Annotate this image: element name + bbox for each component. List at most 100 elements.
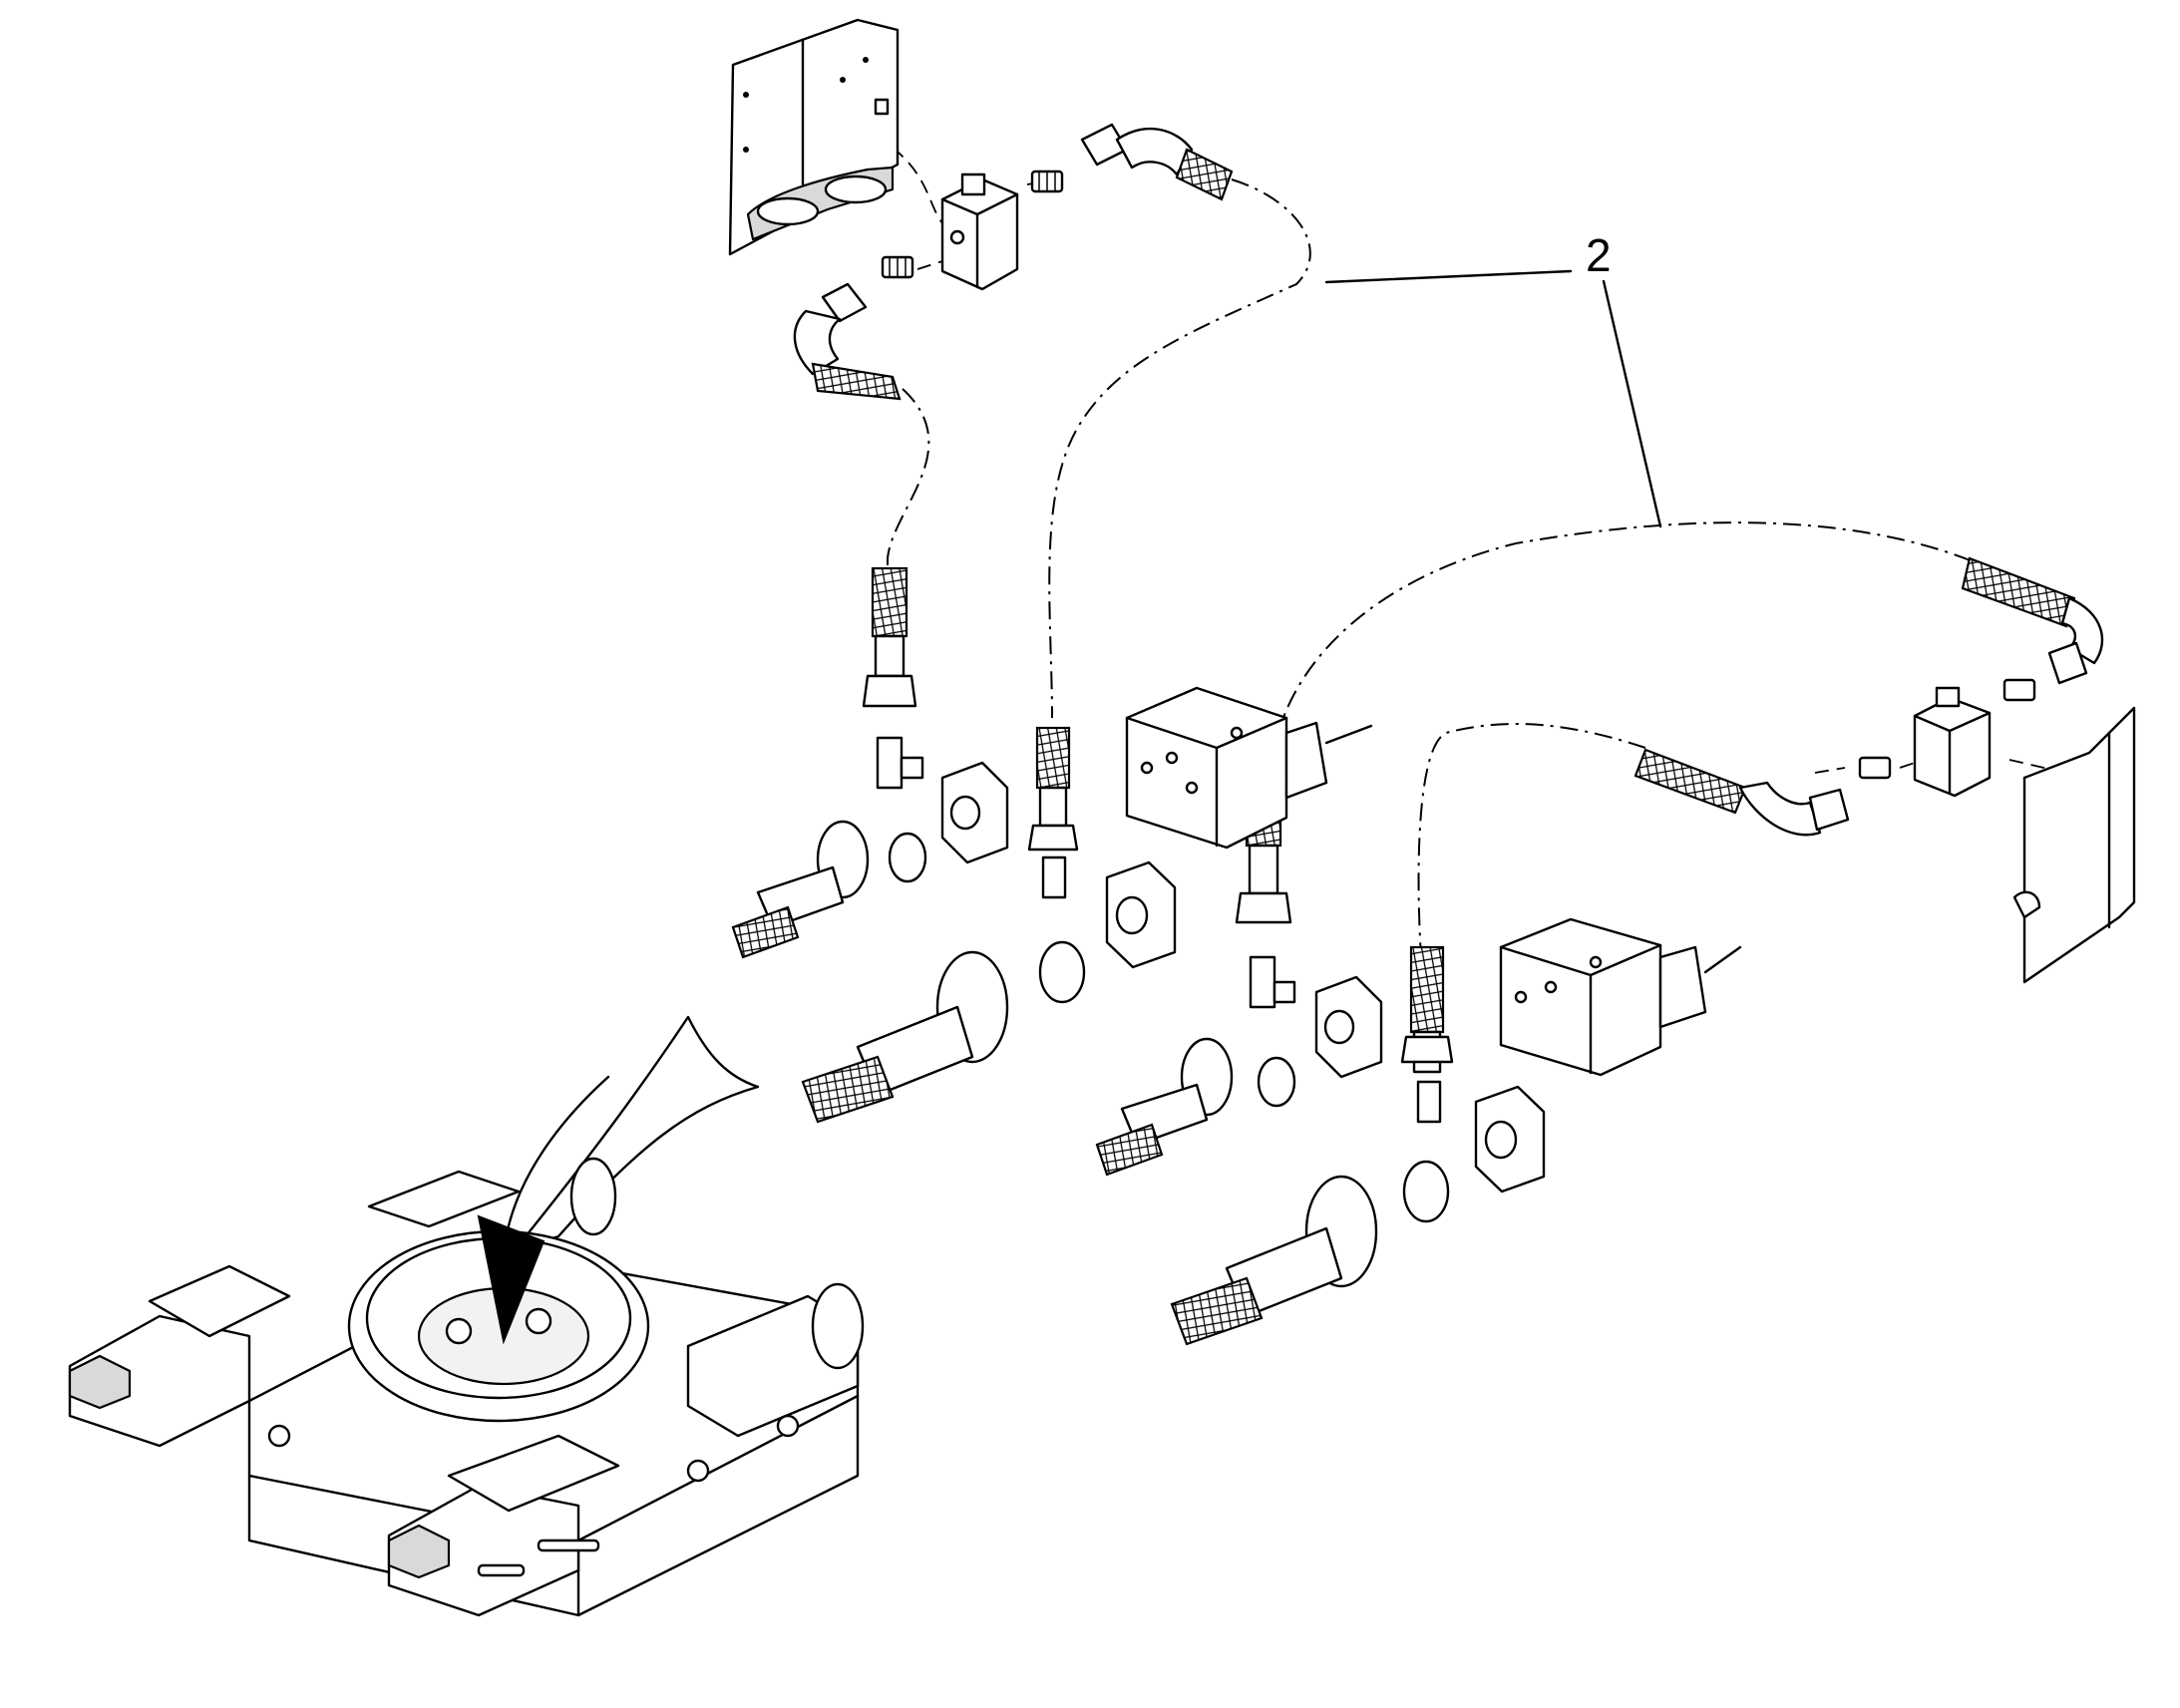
hose-braided-section [1175,148,1234,201]
hose-braided-section [811,362,902,401]
fitting-upper-a [1030,170,1064,193]
frame-slot [477,1563,526,1577]
hub-hole [525,1307,552,1335]
o-ring-set [888,832,1450,1223]
hose-path-right-lower [1417,723,1646,958]
hose-nut [862,674,917,708]
tee-fitting-branch [900,756,924,780]
valve-block-body [1499,917,1662,1077]
valve-block-center [1125,686,1373,850]
hose-path-right-long [1275,521,1986,741]
drive-sprocket-front [569,1157,617,1236]
valve-block-plug [1935,686,1961,708]
hose-braided-section [1095,1123,1164,1177]
valve-block-edges [940,192,1019,289]
fitting-link-upper-2 [916,260,943,270]
fitting-body [2002,678,2036,702]
valve-block-small-right [1913,686,1992,798]
tee-fitting-body [1249,955,1276,1009]
solenoid-pin [1324,724,1373,745]
valve-port [1230,726,1244,740]
tee-fitting-body [876,736,904,790]
track-idler-right [387,1524,451,1579]
valve-block-body [1125,686,1288,850]
valve-block-edges [1499,943,1662,1075]
frame-hole [686,1459,710,1483]
fitting-upper-b [881,255,914,279]
o-ring-4 [1402,1160,1450,1223]
fitting-link-right [1814,767,1846,774]
bracket-plate-upper [728,18,900,256]
valve-block-upper [940,172,1019,291]
fitting-thread [889,256,907,278]
solenoid-cap [1284,721,1328,800]
bracket-hole-left [756,196,820,226]
hose-elbow [1738,781,1822,837]
track-frame-left [68,1314,251,1448]
valve-port [1589,955,1603,969]
direction-arrow-icon [477,1214,545,1345]
hose-nut [1235,891,1292,924]
bracket-hole [743,92,749,98]
direction-arrow [477,1075,610,1345]
bracket-tab [2012,890,2041,919]
detail-callout-swoosh [512,1015,760,1253]
bracket-hole [743,147,749,153]
flange-plate-3 [1314,975,1383,1079]
hose-ferrule [1248,844,1279,895]
bracket-port [874,98,890,116]
hose-ferrule [874,634,906,678]
tee-fitting-branch [1272,980,1296,1004]
hose-nut [1808,788,1850,832]
o-ring-3 [1257,1056,1296,1108]
bracket-plate-right [2012,706,2136,984]
flange-bore [949,795,981,831]
hose-nut [2047,641,2088,685]
frame-hole [267,1424,291,1448]
bracket-hole [863,57,869,63]
hose-nut [1027,824,1079,852]
flange-bore [1484,1120,1518,1160]
flange-adapter-1 [731,820,870,959]
hose-elbow-upper-right [1080,123,1234,201]
hose-end-vertical-mid [1027,726,1079,899]
hose-elbow-right-lower [1634,748,1850,837]
bracket-hole-right [824,174,888,204]
hose-path-upper-left [887,388,930,583]
undercarriage-assembly [68,1157,865,1617]
solenoid-cap [1658,945,1707,1029]
hose-braided-section [801,1055,895,1124]
valve-port [1185,781,1199,795]
fitting-right-b [1858,756,1892,780]
hose-braided-section [1170,1276,1264,1346]
valve-port [1544,980,1558,994]
o-ring-2 [1038,940,1086,1004]
flange-bore [1115,895,1149,935]
fitting-thread [1038,171,1056,192]
track-guard-right [447,1434,620,1513]
flange-adapter-3 [1095,1037,1234,1177]
valve-block-edges [1913,711,1992,796]
tee-fitting-body [1041,855,1067,899]
valve-port [1140,761,1154,775]
hose-elbow [1115,127,1194,176]
valve-block-plug [960,172,986,196]
hose-braided-section [1035,726,1071,790]
swoosh-shape [512,1015,760,1253]
bracket-hole [840,77,846,83]
hose-ferrule [1038,786,1068,828]
valve-port [1514,990,1528,1004]
hose-nut [1400,1035,1454,1064]
bracket-link-upper [892,147,948,230]
arrow-tail [505,1075,610,1236]
bracket-plate-body [728,18,900,256]
callout-2: 2 [1324,229,1662,528]
flange-bore [1323,1009,1355,1045]
valve-block-right [1499,917,1742,1077]
flange-plate-1 [940,761,1009,864]
hub-hole [445,1317,473,1345]
hose-path-upper-right [1048,178,1311,719]
callout-number: 2 [1586,229,1612,281]
